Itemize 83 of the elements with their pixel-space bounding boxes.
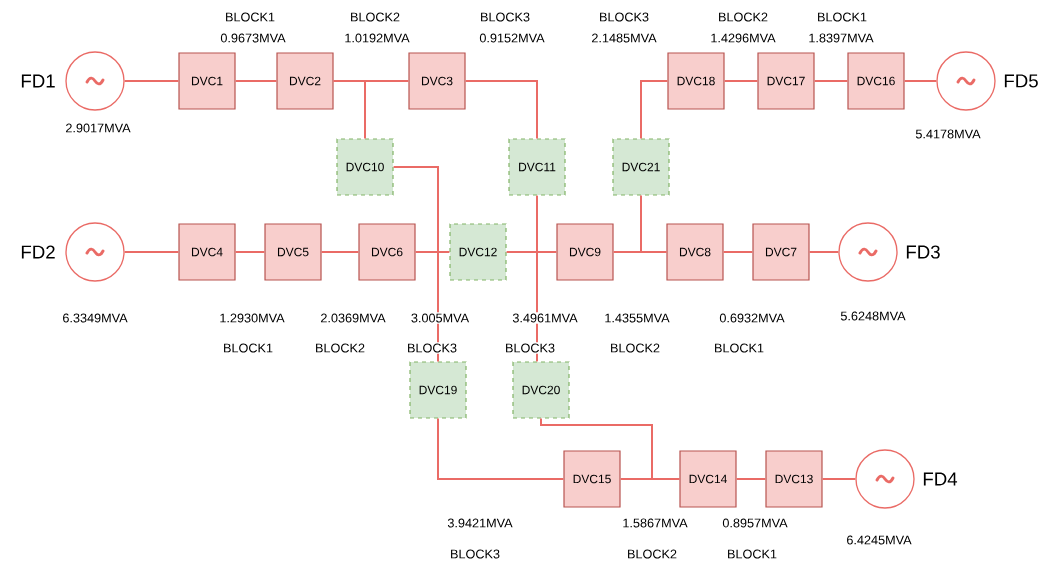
connector-line: [320, 251, 360, 253]
device-box: DVC16: [847, 52, 905, 110]
device-box: DVC9: [556, 223, 614, 281]
connector-line: [123, 251, 180, 253]
connector-line: [735, 478, 767, 480]
value-label: BLOCK1: [712, 342, 766, 354]
node-label: FD4: [923, 472, 958, 486]
value-label: BLOCK2: [348, 11, 402, 23]
value-label: 0.8957MVA: [721, 517, 789, 529]
device-box: DVC8: [666, 223, 724, 281]
device-box: DVC5: [264, 223, 322, 281]
value-label: 2.9017MVA: [66, 123, 131, 133]
value-label: 3.4961MVA: [511, 312, 579, 324]
device-box: DVC17: [757, 52, 815, 110]
connector-line: [332, 80, 366, 140]
connector-line: [619, 478, 681, 480]
value-label: BLOCK2: [625, 548, 679, 560]
value-label: 2.0369MVA: [319, 312, 387, 324]
node-label: FD5: [1004, 74, 1038, 88]
value-label: 0.9673MVA: [219, 32, 287, 44]
connector-line: [123, 80, 180, 82]
value-label: 5.6248MVA: [840, 311, 906, 321]
dashed-device-box: DVC10: [336, 138, 394, 196]
value-label: BLOCK3: [503, 342, 557, 354]
connector-line: [612, 251, 668, 253]
value-label: 0.6932MVA: [718, 312, 786, 324]
connector-line: [723, 80, 759, 82]
connector-line: [234, 251, 266, 253]
connector-line: [505, 251, 558, 253]
value-label: BLOCK3: [478, 11, 532, 23]
connector-line: [437, 417, 565, 480]
device-box: DVC7: [752, 223, 810, 281]
connector-line: [536, 194, 538, 363]
value-label: 1.4355MVA: [603, 312, 671, 324]
value-label: BLOCK1: [725, 548, 779, 560]
value-label: 3.9421MVA: [446, 517, 514, 529]
device-box: DVC6: [358, 223, 416, 281]
connector-line: [392, 166, 439, 363]
device-box: DVC13: [765, 450, 823, 508]
value-label: BLOCK2: [608, 342, 662, 354]
node-label: FD3: [906, 245, 940, 259]
dashed-device-box: DVC20: [512, 361, 570, 419]
value-label: 0.9152MVA: [478, 32, 546, 44]
connector-line: [808, 251, 840, 253]
value-label: 1.2930MVA: [218, 312, 286, 324]
value-label: 3.005MVA: [409, 312, 471, 324]
device-box: DVC18: [667, 52, 725, 110]
device-box: DVC4: [178, 223, 236, 281]
connector-line: [464, 80, 538, 140]
device-box: DVC3: [408, 52, 466, 110]
connector-line: [722, 251, 754, 253]
value-label: BLOCK3: [405, 342, 459, 354]
dashed-device-box: DVC11: [508, 138, 566, 196]
connector-line: [414, 251, 451, 253]
connector-line: [903, 80, 938, 82]
node-label: FD1: [21, 74, 55, 88]
dashed-device-box: DVC21: [612, 138, 670, 196]
value-label: BLOCK1: [223, 11, 277, 23]
value-label: 1.0192MVA: [343, 32, 411, 44]
dashed-device-box: DVC12: [449, 223, 507, 281]
value-label: BLOCK2: [313, 342, 367, 354]
device-box: DVC1: [178, 52, 236, 110]
device-box: DVC2: [276, 52, 334, 110]
value-label: BLOCK1: [221, 342, 275, 354]
value-label: BLOCK2: [716, 11, 770, 23]
value-label: 1.4296MVA: [709, 32, 777, 44]
value-label: BLOCK1: [815, 11, 869, 23]
connector-line: [813, 80, 849, 82]
connector-line: [821, 478, 857, 480]
dashed-device-box: DVC19: [409, 361, 467, 419]
value-label: BLOCK3: [448, 548, 502, 560]
value-label: 1.5867MVA: [621, 517, 689, 529]
device-box: DVC15: [563, 450, 621, 508]
connector-line: [640, 80, 669, 140]
value-label: BLOCK3: [597, 11, 651, 23]
value-label: 5.4178MVA: [915, 129, 981, 139]
connector-line: [234, 80, 278, 82]
device-box: DVC14: [679, 450, 737, 508]
value-label: 2.1485MVA: [590, 32, 658, 44]
value-label: 6.4245MVA: [847, 535, 912, 545]
value-label: 6.3349MVA: [63, 313, 128, 323]
node-label: FD2: [21, 245, 55, 259]
value-label: 1.8397MVA: [807, 32, 875, 44]
